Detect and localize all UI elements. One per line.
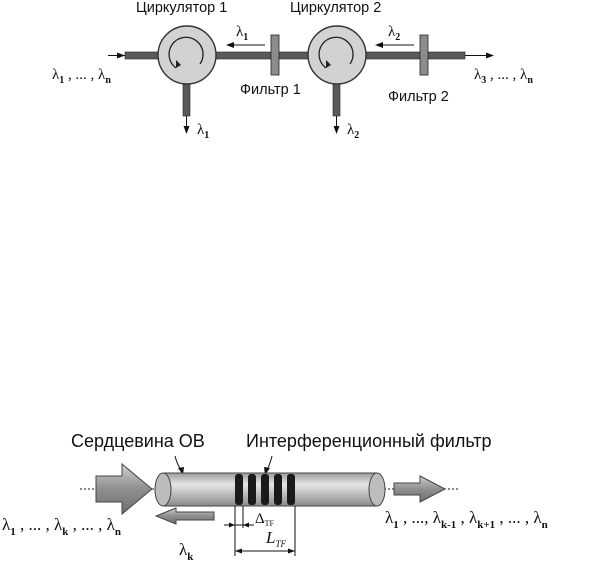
filter-2-label: Фильтр 2 — [388, 89, 449, 105]
reflect-label-2: λ2 — [388, 24, 400, 43]
reflected-arrow — [154, 507, 215, 525]
fiber-filter-scheme: Сердцевина ОВ Интерференционный фильтр — [2, 431, 548, 563]
circulator-scheme: Циркулятор 1 Циркулятор 2 Фильтр 1 Фильт… — [52, 0, 533, 141]
output-wavelengths: λ1 , ..., λk-1 , λk+1 , ... , λn — [385, 508, 548, 531]
output-big-arrow — [393, 475, 447, 503]
core-label: Сердцевина ОВ — [71, 431, 205, 451]
filter-1 — [270, 34, 280, 76]
interference-grating — [235, 474, 295, 505]
drop-label-1: λ1 — [197, 122, 209, 141]
reflect-arrow-2 — [375, 42, 383, 48]
reflect-label-1: λ1 — [236, 24, 248, 43]
drop-arrow-1 — [183, 126, 190, 134]
input-big-arrow — [95, 462, 153, 516]
output-arrow — [486, 52, 494, 59]
reflected-wavelength: λk — [179, 540, 194, 563]
input-wavelengths: λ1 , ... , λk , ... , λn — [2, 515, 121, 538]
circulator-1 — [157, 25, 217, 85]
fiber-core-cylinder — [154, 472, 386, 507]
delta-label: ΔTF — [255, 511, 275, 528]
drop-port-1 — [182, 79, 191, 117]
circulator-2-label: Циркулятор 2 — [290, 0, 381, 16]
reflect-arrow-1 — [226, 42, 234, 48]
drop-port-2 — [332, 79, 341, 117]
circulator-1-label: Циркулятор 1 — [136, 0, 227, 16]
output-label: λ3 , ... , λn — [474, 67, 533, 86]
filter-2 — [419, 34, 429, 76]
drop-arrow-2 — [333, 126, 340, 134]
filter-label: Интерференционный фильтр — [246, 431, 492, 451]
drop-label-2: λ2 — [347, 122, 359, 141]
circulator-2 — [307, 25, 367, 85]
filter-1-label: Фильтр 1 — [240, 82, 301, 98]
length-label: LTF — [265, 528, 286, 549]
input-arrow — [117, 52, 125, 59]
input-label: λ1 , ... , λn — [52, 67, 111, 86]
